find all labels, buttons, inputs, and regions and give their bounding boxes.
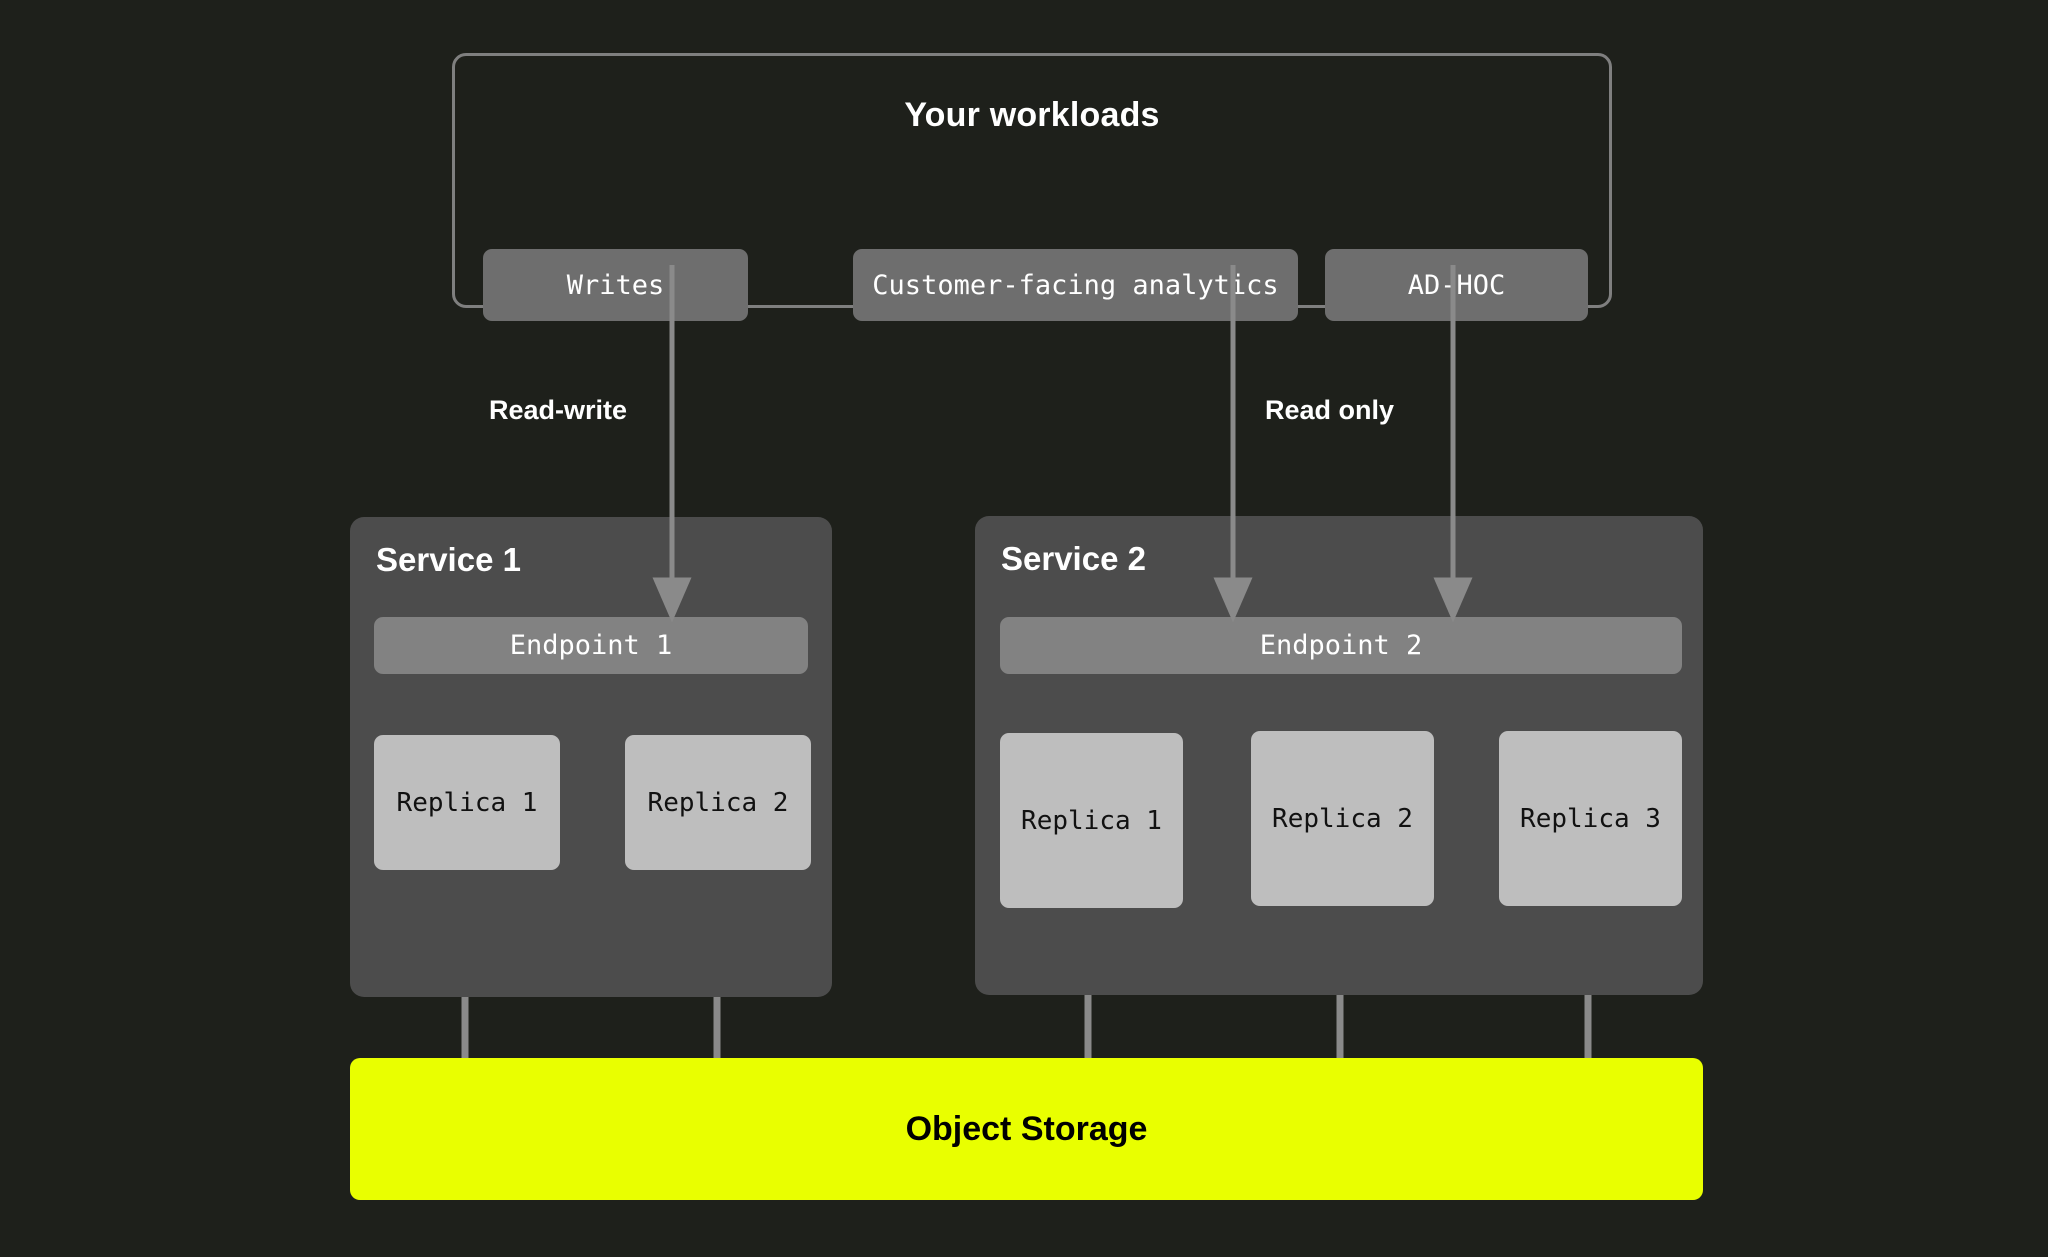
workload-chip-writes[interactable]: Writes xyxy=(483,249,748,321)
workload-chip-adhoc[interactable]: AD-HOC xyxy=(1325,249,1588,321)
your-workloads-group: Your workloads Writes Customer-facing an… xyxy=(452,53,1612,321)
service-2-title: Service 2 xyxy=(1001,540,1146,577)
service-1-replica-2[interactable]: Replica 2 xyxy=(625,735,811,870)
service-panel-1[interactable]: Service 1 Endpoint 1 Replica 1 Replica 2 xyxy=(350,517,832,997)
workload-chip-analytics[interactable]: Customer-facing analytics xyxy=(853,249,1298,321)
service-1-endpoint[interactable]: Endpoint 1 xyxy=(374,617,808,674)
object-storage-bar[interactable]: Object Storage xyxy=(350,1058,1703,1200)
edge-label-read-write: Read-write xyxy=(489,395,628,425)
workloads-title: Your workloads xyxy=(904,96,1160,134)
service-2-replica-2[interactable]: Replica 2 xyxy=(1251,731,1434,906)
service-1-replica-1[interactable]: Replica 1 xyxy=(374,735,560,870)
service-2-replica-1[interactable]: Replica 1 xyxy=(1000,733,1183,908)
service-2-replica-3[interactable]: Replica 3 xyxy=(1499,731,1682,906)
service-1-title: Service 1 xyxy=(376,541,521,578)
edge-label-read-only: Read only xyxy=(1265,395,1395,425)
service-panel-2[interactable]: Service 2 Endpoint 2 Replica 1 Replica 2… xyxy=(975,516,1703,995)
service-2-endpoint[interactable]: Endpoint 2 xyxy=(1000,617,1682,674)
